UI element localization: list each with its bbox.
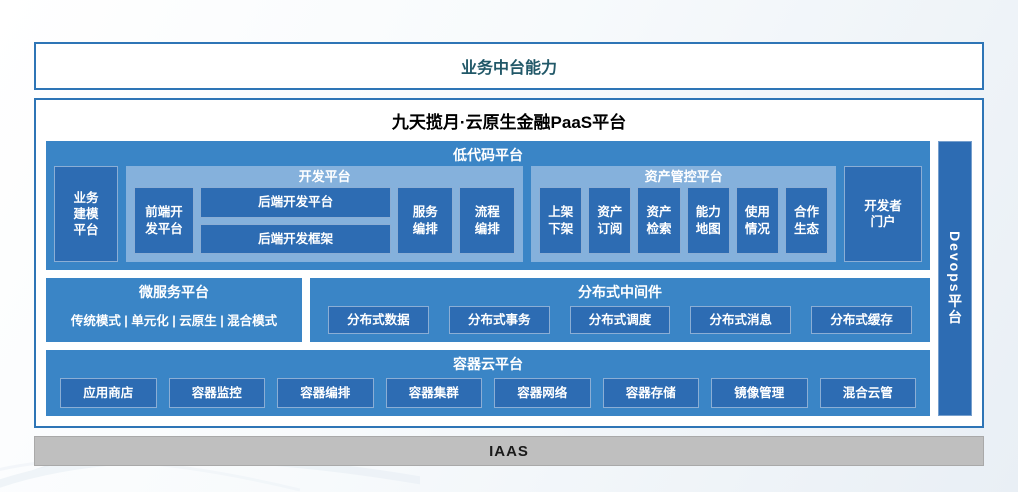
middleware-item-box: 分布式消息 (690, 306, 792, 334)
container-item-box: 容器集群 (385, 378, 482, 408)
business-midplatform-banner: 业务中台能力 (34, 42, 984, 90)
middleware-item-box: 分布式数据 (328, 306, 429, 334)
devops-platform-bar: Devops平台 (938, 141, 972, 416)
service-orchestration-box: 服务 编排 (397, 187, 454, 254)
backend-dev-column: 后端开发平台 后端开发框架 (200, 187, 392, 254)
container-item-box: 混合云管 (819, 378, 916, 408)
business-midplatform-banner-label: 业务中台能力 (460, 60, 557, 77)
backend-dev-framework-box: 后端开发框架 (200, 223, 392, 254)
middleware-item-box: 分布式调度 (569, 306, 671, 334)
container-item-box: 容器网络 (494, 378, 591, 408)
process-orchestration-box: 流程 编排 (459, 187, 516, 254)
container-item-box: 容器存储 (602, 378, 699, 408)
container-item-box: 容器编排 (277, 378, 374, 408)
frontend-dev-platform-box: 前端开 发平台 (134, 187, 194, 254)
asset-item-box: 合作 生态 (784, 187, 829, 254)
asset-item-box: 资产 订阅 (588, 187, 632, 254)
iaas-bar: IAAS (34, 436, 984, 466)
asset-item-box: 能力 地图 (686, 187, 730, 254)
distributed-middleware-section: 分布式中间件 分布式数据 分布式事务 分布式调度 分布式消息 分布式缓存 (310, 278, 930, 342)
paas-platform-title: 九天揽月·云原生金融PaaS平台 (391, 113, 627, 132)
low-code-platform-title: 低代码平台 (453, 147, 523, 163)
low-code-platform-section: 低代码平台 业务 建模 平台 开发平台 前端开 发平台 后端开发平台 后端开发框… (46, 141, 930, 270)
microservice-modes: 传统模式 | 单元化 | 云原生 | 混合模式 (70, 314, 278, 328)
asset-item-box: 上架 下架 (539, 187, 583, 254)
iaas-label: IAAS (489, 442, 529, 460)
asset-control-title: 资产管控平台 (644, 169, 723, 184)
container-cloud-title: 容器云平台 (453, 356, 523, 372)
paas-platform-panel: 九天揽月·云原生金融PaaS平台 低代码平台 业务 建模 平台 开发平台 前端开… (34, 98, 984, 428)
business-modeling-platform-box: 业务 建模 平台 (54, 166, 118, 262)
microservice-platform-title: 微服务平台 (139, 284, 209, 300)
microservice-platform-section: 微服务平台 传统模式 | 单元化 | 云原生 | 混合模式 (46, 278, 302, 342)
container-item-box: 应用商店 (60, 378, 157, 408)
developer-portal-box: 开发者 门户 (844, 166, 922, 262)
middleware-item-box: 分布式事务 (448, 306, 550, 334)
dev-platform-subsection: 开发平台 前端开 发平台 后端开发平台 后端开发框架 服务 编排 流程 编排 (126, 166, 524, 262)
container-item-box: 镜像管理 (711, 378, 808, 408)
middleware-item-box: 分布式缓存 (811, 306, 912, 334)
asset-control-subsection: 资产管控平台 上架 下架 资产 订阅 资产 检索 能力 地图 使用 情况 合作 … (531, 166, 836, 262)
backend-dev-platform-box: 后端开发平台 (200, 187, 392, 218)
container-cloud-section: 容器云平台 应用商店 容器监控 容器编排 容器集群 容器网络 容器存储 镜像管理… (46, 350, 930, 416)
distributed-middleware-title: 分布式中间件 (578, 284, 662, 300)
dev-platform-title: 开发平台 (298, 169, 351, 184)
container-item-box: 容器监控 (168, 378, 265, 408)
asset-item-box: 使用 情况 (735, 187, 779, 254)
asset-item-box: 资产 检索 (637, 187, 681, 254)
